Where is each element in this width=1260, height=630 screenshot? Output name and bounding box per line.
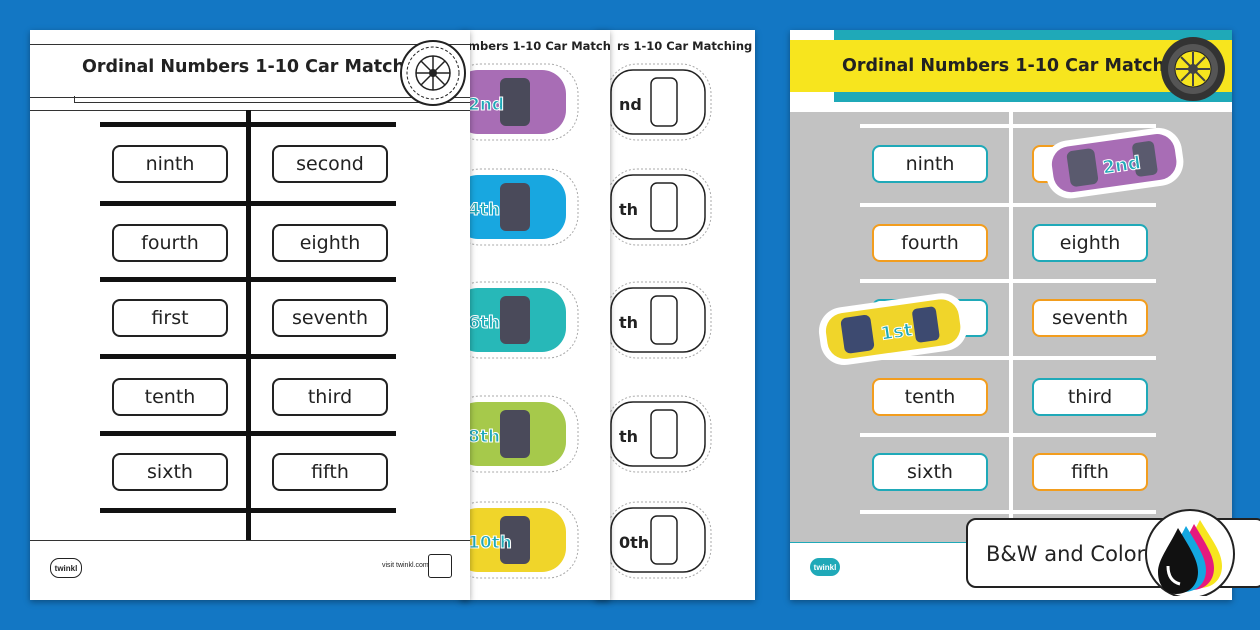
word-card-tenth: tenth: [112, 378, 228, 416]
car-1st-yellow: 1st: [818, 293, 968, 366]
parking-lines: [860, 112, 1156, 542]
twinkl-logo: twinkl: [810, 558, 840, 576]
car-ordinal-label: 0th: [619, 533, 649, 552]
title-banner-teal-top: [834, 30, 1232, 40]
car-ordinal-label: 10th: [468, 533, 512, 553]
word-card-sixth: sixth: [872, 453, 988, 491]
worksheet-title-partial: mbers 1-10 Car Matching: [468, 39, 610, 53]
word-card-third: third: [272, 378, 388, 416]
outline-car: th: [606, 281, 712, 359]
colored-car-4th: 4th: [460, 168, 579, 246]
car-ordinal-label: 8th: [468, 427, 500, 447]
colored-car-6th: 6th: [460, 281, 579, 359]
car-ordinal-label: 2nd: [468, 95, 504, 115]
word-card-seventh: seventh: [1032, 299, 1148, 337]
word-card-tenth: tenth: [872, 378, 988, 416]
title-underline: [74, 96, 470, 103]
worksheet-title: Ordinal Numbers 1-10 Car Matching: [82, 57, 436, 77]
car-2nd-purple: 2nd: [1044, 127, 1184, 199]
footer-url: visit twinkl.com: [382, 562, 429, 569]
ink-drops-icon: [1145, 509, 1235, 596]
bw-and-color-badge: B&W and Color: [966, 509, 1260, 596]
outline-car: 0th: [606, 501, 712, 579]
footer-stamp-icon: [428, 554, 452, 578]
word-card-first: first: [112, 299, 228, 337]
footer-divider: [30, 540, 470, 541]
car-ordinal-label: th: [619, 200, 638, 219]
word-card-eighth: eighth: [1032, 224, 1148, 262]
word-card-second: second: [272, 145, 388, 183]
parking-lines: [100, 110, 396, 540]
twinkl-logo: twinkl: [50, 558, 82, 578]
word-card-eighth: eighth: [272, 224, 388, 262]
word-card-fifth: fifth: [1032, 453, 1148, 491]
worksheet-title: Ordinal Numbers 1-10 Car Matching: [842, 56, 1196, 76]
colored-car-10th: 10th: [460, 501, 579, 579]
word-card-sixth: sixth: [112, 453, 228, 491]
word-card-seventh: seventh: [272, 299, 388, 337]
worksheet-outline-cars: rs 1-10 Car Matching nd th th th 0th: [595, 30, 755, 600]
word-card-fourth: fourth: [112, 224, 228, 262]
word-card-ninth: ninth: [112, 145, 228, 183]
colored-car-column: 2nd 4th 6th 8th 10th: [460, 63, 579, 579]
car-ordinal-label: 1st: [879, 320, 914, 345]
worksheet-color: Ordinal Numbers 1-10 Car Matching ninth …: [790, 30, 1232, 600]
title-banner: [790, 40, 1232, 92]
badge-label: B&W and Color: [986, 542, 1146, 566]
outline-car-column: nd th th th 0th: [606, 63, 712, 579]
outline-car: th: [606, 395, 712, 473]
car-ordinal-label: 4th: [468, 200, 500, 220]
title-banner: [30, 44, 470, 98]
title-banner-teal-bottom: [834, 92, 1232, 102]
colored-car-8th: 8th: [460, 395, 579, 473]
word-card-fourth: fourth: [872, 224, 988, 262]
car-ordinal-label: th: [619, 427, 638, 446]
outline-car: th: [606, 168, 712, 246]
word-card-fifth: fifth: [272, 453, 388, 491]
car-ordinal-label: th: [619, 313, 638, 332]
outline-car: nd: [606, 63, 712, 141]
car-ordinal-label: 6th: [468, 313, 500, 333]
tire-icon: [1161, 37, 1225, 101]
colored-car-2nd: 2nd: [460, 63, 579, 141]
car-ordinal-label: nd: [619, 95, 642, 114]
worksheet-color-cars: mbers 1-10 Car Matching 2nd 4th 6th 8th 10th: [460, 30, 610, 600]
word-card-third: third: [1032, 378, 1148, 416]
word-card-ninth: ninth: [872, 145, 988, 183]
tire-icon: [400, 40, 466, 106]
worksheet-title-partial: rs 1-10 Car Matching: [617, 39, 753, 53]
worksheet-bw: Ordinal Numbers 1-10 Car Matching ninth …: [30, 30, 470, 600]
